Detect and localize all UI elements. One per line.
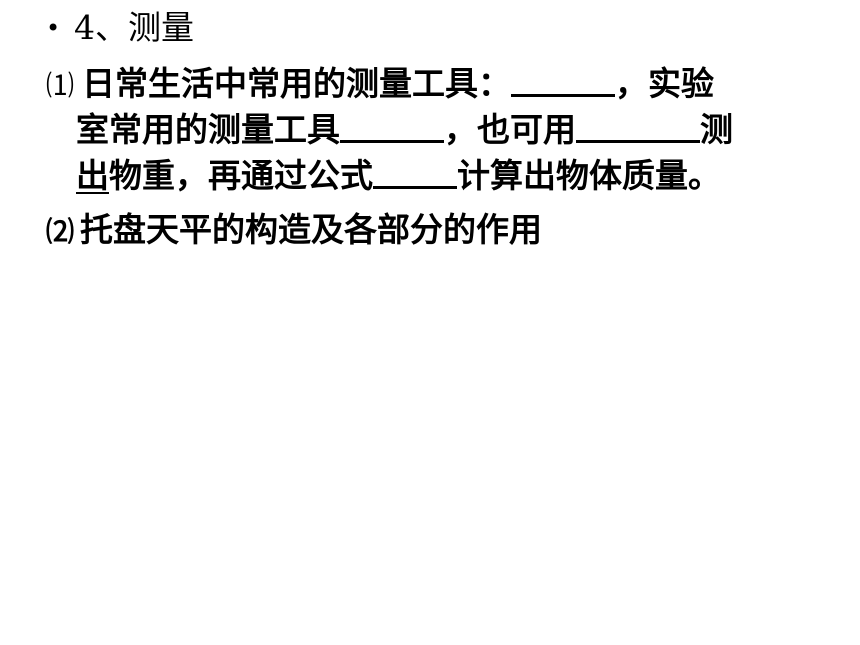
item1-text-b: ，实验 [615,64,715,103]
item1-line2: 室常用的测量工具 ，也可用 测 [76,108,733,152]
fill-blank-daily-tool [511,64,616,97]
item1-text-a: 日常生活中常用的测量工具： [82,64,512,103]
section-heading-text: 4、测量 [74,8,194,47]
item1-text-c: 室常用的测量工具 [76,110,340,149]
fill-blank-lab-tool [340,110,444,143]
item1-marker: ⑴ [46,69,75,102]
item1-text-d: ，也可用 [444,110,576,149]
item1-line3: 出物重，再通过公式 计算出物体质量。 [76,154,721,198]
item1-text-f: 物重，再通过公式 [109,156,373,195]
item1-line1: ⑴日常生活中常用的测量工具： ，实验 [46,62,714,108]
bullet-icon: • [46,14,61,42]
fill-blank-formula [373,156,457,189]
section-heading: • 4、测量 [46,6,194,50]
item2-marker: ⑵ [46,215,75,248]
item2-line1: ⑵托盘天平的构造及各部分的作用 [46,208,542,254]
item1-text-e: 测 [700,110,733,149]
item2-text: 托盘天平的构造及各部分的作用 [80,210,543,249]
fill-blank-alt-tool [576,110,700,143]
item1-underlined-char: 出 [76,156,109,195]
item1-text-g: 计算出物体质量。 [457,156,721,195]
